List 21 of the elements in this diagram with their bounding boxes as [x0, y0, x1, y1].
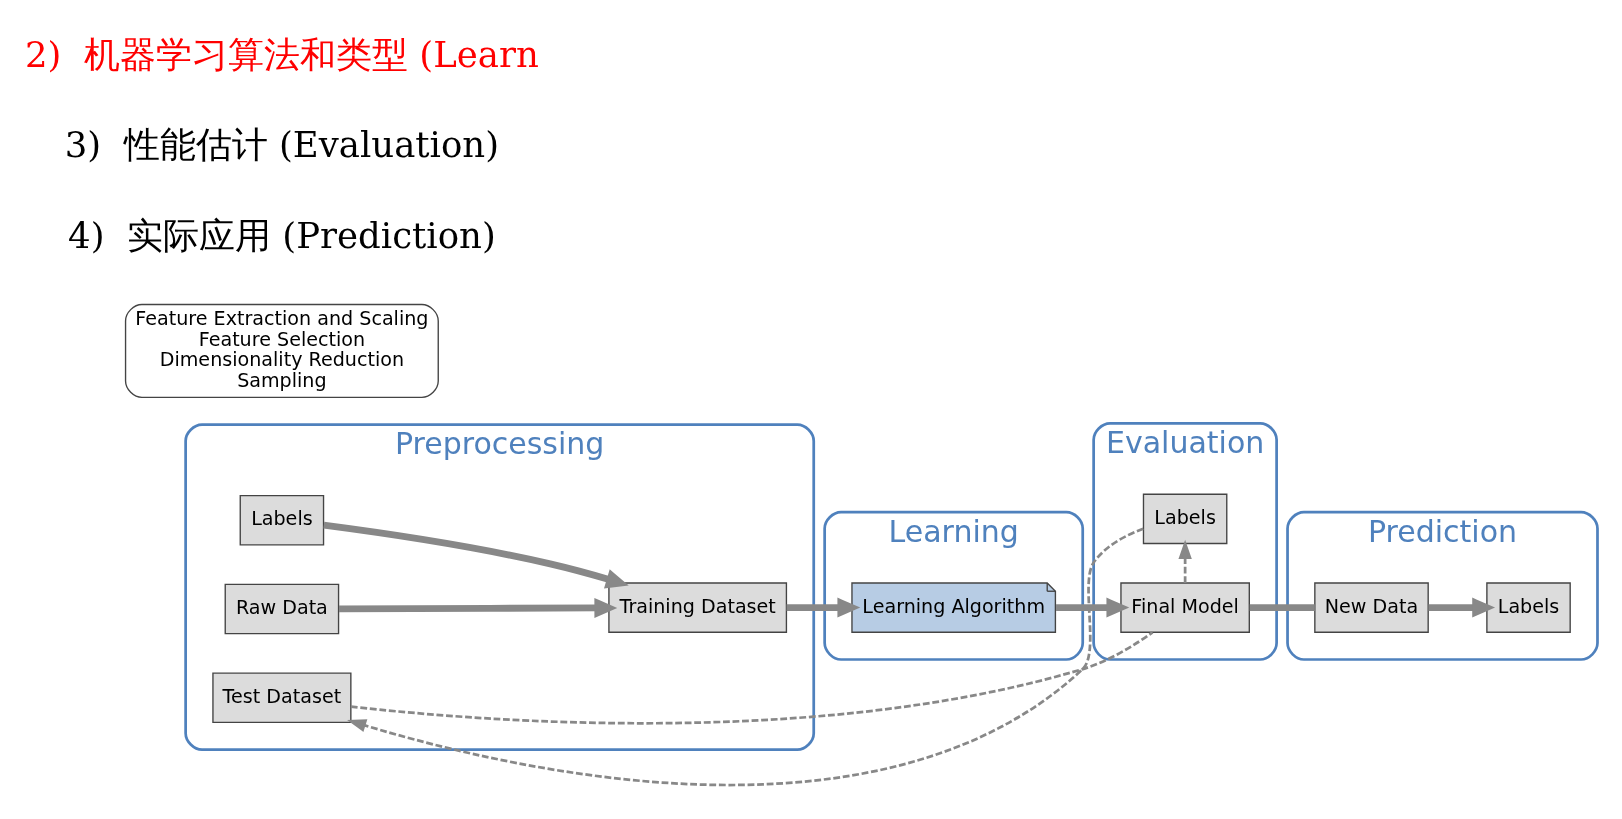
node-box: Raw Data [224, 583, 340, 635]
arrow [1428, 597, 1496, 618]
arrow [338, 597, 618, 618]
arrow [347, 527, 1144, 787]
label: 3) 性能估计 (Evaluation) [64, 124, 500, 166]
arrow [1056, 597, 1130, 618]
node-box: Labels [1142, 493, 1228, 545]
label: 2) 机器学习算法和类型 (Learn [25, 34, 539, 76]
arrow [1178, 539, 1192, 583]
connector [1249, 604, 1315, 612]
node-box: Final Model [1120, 582, 1250, 633]
node-box: Feature Extraction and Scaling Feature Selection Dimensionality Reduction Sampling [124, 303, 439, 399]
node-box: New Data [1314, 582, 1429, 633]
label: 4) 实际应用 (Prediction) [68, 214, 496, 256]
node-box: Test Dataset [212, 672, 352, 723]
node-box: Labels [239, 494, 325, 546]
arrow [323, 521, 629, 589]
node-box: Labels [1486, 582, 1571, 633]
connector [350, 631, 1154, 725]
node-box: Training Dataset [608, 582, 788, 633]
arrow [786, 597, 861, 618]
